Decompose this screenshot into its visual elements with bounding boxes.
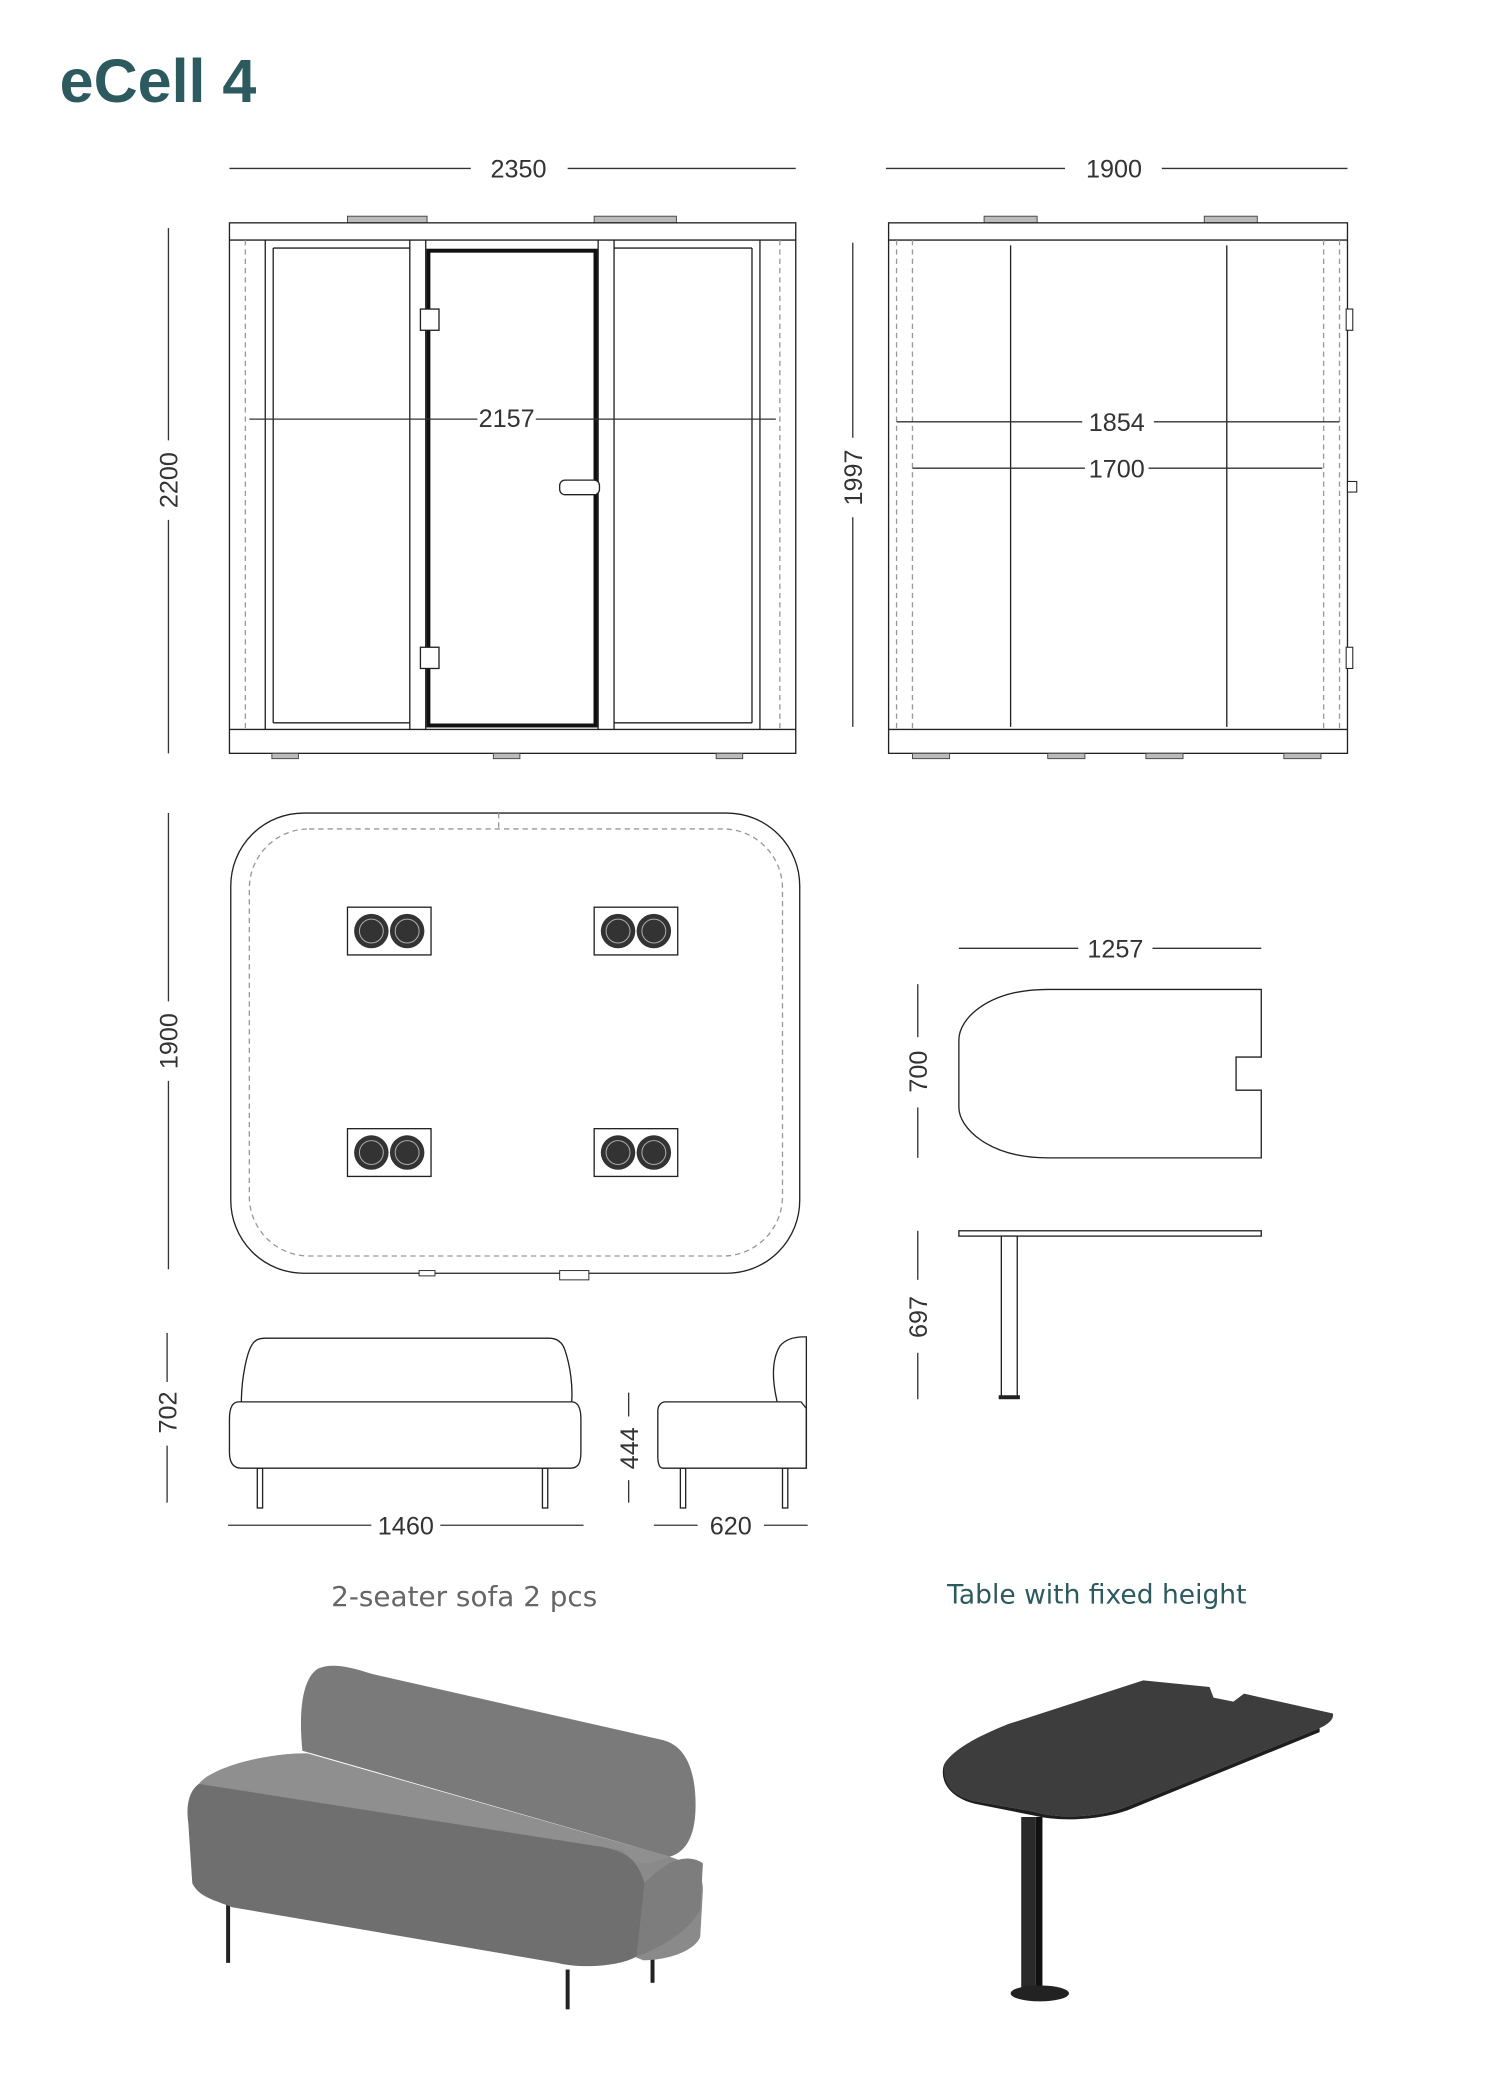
side-inner-depth-label: 1700 [1089, 455, 1145, 483]
sofa-render [187, 1665, 703, 2010]
sofa-seat-height-label: 444 [616, 1427, 644, 1469]
door-handle [559, 479, 601, 496]
sofa-side-view: 444 620 [616, 1336, 808, 1541]
ceiling-vent [346, 1128, 432, 1178]
ceiling-vent [346, 906, 432, 956]
table-side-view: 697 [905, 1230, 1262, 1400]
table-caption: Table with fixed height [946, 1579, 1246, 1610]
sofa-height-label: 702 [154, 1391, 182, 1433]
sofa-front-view: 702 1460 [154, 1332, 584, 1541]
front-inner-width-label: 2157 [479, 405, 535, 433]
sofa-depth-label: 620 [710, 1513, 752, 1541]
table-top-view: 1257 700 [905, 936, 1262, 1159]
side-height-label: 1997 [840, 449, 868, 505]
side-view: 1900 1997 1854 1700 [840, 156, 1358, 760]
page-title: eCell 4 [60, 47, 257, 115]
table-render [942, 1680, 1334, 2002]
front-height-label: 2200 [156, 452, 184, 508]
plan-view: 1900 [156, 812, 801, 1281]
side-outer-depth-label: 1854 [1089, 409, 1145, 437]
front-width-label: 2350 [491, 156, 547, 184]
front-view: 2350 2200 2157 [156, 156, 797, 760]
table-length-label: 1257 [1087, 936, 1143, 964]
plan-depth-label: 1900 [156, 1013, 184, 1069]
table-height-label: 697 [905, 1296, 933, 1338]
sofa-caption: 2-seater sofa 2 pcs [331, 1580, 597, 1613]
ceiling-vent [593, 1128, 679, 1178]
side-width-label: 1900 [1086, 156, 1142, 184]
sofa-width-label: 1460 [378, 1513, 434, 1541]
ceiling-vent [593, 906, 679, 956]
table-width-label: 700 [905, 1051, 933, 1093]
